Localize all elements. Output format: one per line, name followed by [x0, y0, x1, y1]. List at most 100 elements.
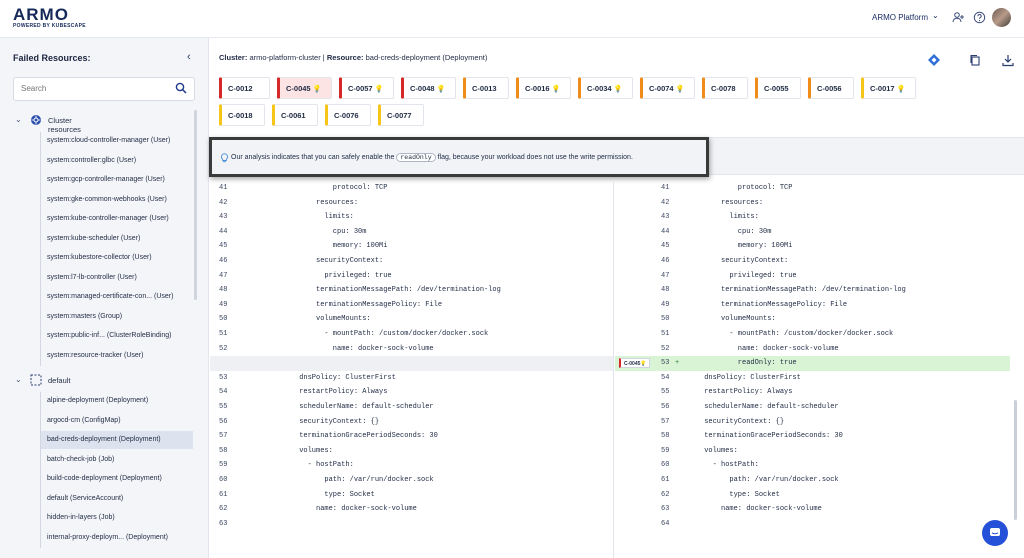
hint-after: flag, because your workload does not use…: [437, 154, 633, 161]
control-chip[interactable]: C-0057💡: [339, 77, 394, 99]
control-chip[interactable]: C-0012: [219, 77, 270, 99]
help-icon[interactable]: [973, 11, 986, 24]
control-chip[interactable]: C-0013: [463, 77, 509, 99]
code-text: securityContext: {}: [274, 417, 380, 426]
code-text: volumes:: [679, 446, 738, 455]
lightbulb-icon: 💡: [675, 86, 685, 93]
search-icon[interactable]: [175, 82, 187, 94]
code-text: securityContext:: [274, 257, 384, 265]
diff-line: 47 privileged: true: [210, 269, 613, 284]
diff-line: 62 name: docker-sock-volume: [210, 502, 613, 517]
code-text: schedulerName: default-scheduler: [274, 403, 434, 411]
sidebar-title: Failed Resources:: [13, 53, 91, 63]
fix-tag[interactable]: C-0045💡: [619, 358, 650, 369]
line-number: 51: [661, 330, 670, 338]
added-marker: +: [675, 359, 680, 368]
control-chip[interactable]: C-0056: [808, 77, 854, 99]
tree-item[interactable]: system:managed-certificate-con... (User): [47, 293, 174, 300]
tree-item[interactable]: system:resource-tracker (User): [47, 351, 144, 359]
tree-item[interactable]: system:cloud-controller-manager (User): [47, 137, 171, 144]
tree-item[interactable]: system:kubestore-collector (User): [47, 254, 152, 261]
control-chip[interactable]: C-0074💡: [640, 77, 695, 99]
code-text: terminationGracePeriodSeconds: 30: [274, 432, 438, 441]
tree-item[interactable]: system:kube-controller-manager (User): [47, 215, 169, 222]
line-number: 52: [661, 344, 670, 353]
code-text: memory: 100Mi: [679, 242, 793, 251]
line-number: 60: [661, 461, 670, 470]
tree-item[interactable]: default (ServiceAccount): [47, 494, 124, 502]
chevron-down-icon[interactable]: ⌄: [932, 11, 939, 20]
tree-item[interactable]: bad-creds-deployment (Deployment): [41, 431, 193, 449]
tree-item[interactable]: build-code-deployment (Deployment): [47, 475, 162, 482]
tree-item[interactable]: internal-proxy-deploym... (Deployment): [47, 533, 168, 541]
code-text: - mountPath: /custom/docker/docker.sock: [274, 330, 489, 338]
download-icon[interactable]: [1001, 53, 1015, 67]
copy-icon[interactable]: [968, 53, 982, 67]
diff-line: 58 terminationGracePeriodSeconds: 30: [615, 429, 1010, 444]
control-id: C-0057: [348, 84, 373, 93]
armo-logo[interactable]: ARMO: [13, 5, 69, 24]
code-text: - hostPath:: [679, 461, 759, 470]
tree-item[interactable]: batch-check-job (Job): [47, 455, 115, 463]
control-id: C-0076: [334, 111, 359, 120]
chevron-down-icon[interactable]: ⌄: [15, 375, 22, 384]
line-number: 62: [661, 490, 670, 499]
jira-icon[interactable]: [927, 53, 941, 67]
code-text: - hostPath:: [274, 461, 354, 470]
control-chip[interactable]: C-0034💡: [578, 77, 633, 99]
sidebar-scrollbar[interactable]: [194, 110, 197, 300]
diff-line: 60 path: /var/run/docker.sock: [210, 473, 613, 488]
control-chip[interactable]: C-0045💡: [277, 77, 332, 99]
code-text: name: docker-sock-volume: [679, 505, 822, 514]
line-number: 41: [661, 184, 670, 192]
control-chip[interactable]: C-0016💡: [516, 77, 571, 99]
line-number: 63: [661, 505, 670, 514]
tree-item[interactable]: system:controller:glbc (User): [47, 156, 137, 164]
diff-line: 45 memory: 100Mi: [615, 239, 1010, 254]
control-chip[interactable]: C-0048💡: [401, 77, 456, 99]
tree-item[interactable]: system:l7-lb-controller (User): [47, 273, 137, 281]
diff-line: 53 dnsPolicy: ClusterFirst: [210, 371, 613, 386]
diff-line: 48 terminationMessagePath: /dev/terminat…: [210, 283, 613, 298]
search-input[interactable]: [21, 84, 161, 93]
add-user-icon[interactable]: [952, 11, 965, 24]
platform-selector[interactable]: ARMO Platform: [872, 13, 929, 22]
search-box[interactable]: [13, 77, 195, 101]
control-chip[interactable]: C-0061: [272, 104, 318, 126]
tree-item[interactable]: system:gke-common-webhooks (User): [47, 195, 167, 203]
line-number: 45: [661, 242, 670, 251]
tree-item[interactable]: system:gcp-controller-manager (User): [47, 176, 165, 183]
control-id: C-0061: [281, 111, 306, 120]
diff-line: 44 cpu: 30m: [615, 225, 1010, 240]
control-id: C-0074: [649, 84, 674, 93]
control-id: C-0078: [711, 84, 736, 93]
tree-item[interactable]: system:kube-scheduler (User): [47, 234, 141, 242]
line-number: 55: [219, 403, 228, 411]
code-text: volumeMounts:: [274, 315, 371, 324]
collapse-icon[interactable]: ‹: [187, 51, 191, 63]
control-id: C-0077: [387, 111, 412, 120]
control-chip[interactable]: C-0078: [702, 77, 748, 99]
control-id: C-0055: [764, 84, 789, 93]
tree-item[interactable]: alpine-deployment (Deployment): [47, 397, 149, 404]
tree-item[interactable]: system:public-inf... (ClusterRoleBinding…: [47, 332, 172, 339]
control-chip[interactable]: C-0017💡: [861, 77, 916, 99]
chat-button[interactable]: [982, 520, 1008, 546]
diff-line-added: C-0045💡53+ readOnly: true: [615, 356, 1010, 371]
diff-line: 43 limits:: [615, 210, 1010, 225]
tree-item[interactable]: system:masters (Group): [47, 312, 123, 320]
chevron-down-icon[interactable]: ⌄: [15, 115, 22, 124]
control-chip[interactable]: C-0076: [325, 104, 371, 126]
tree-item[interactable]: argocd-cm (ConfigMap): [47, 416, 121, 424]
avatar[interactable]: [992, 8, 1011, 27]
control-chip[interactable]: C-0055: [755, 77, 801, 99]
diff-scrollbar[interactable]: [1014, 400, 1017, 520]
lightbulb-icon: 💡: [613, 86, 623, 93]
control-chip[interactable]: C-0077: [378, 104, 424, 126]
line-number: 45: [219, 242, 228, 251]
control-chip[interactable]: C-0018: [219, 104, 265, 126]
tree-item[interactable]: hidden-in-layers (Job): [47, 514, 115, 521]
